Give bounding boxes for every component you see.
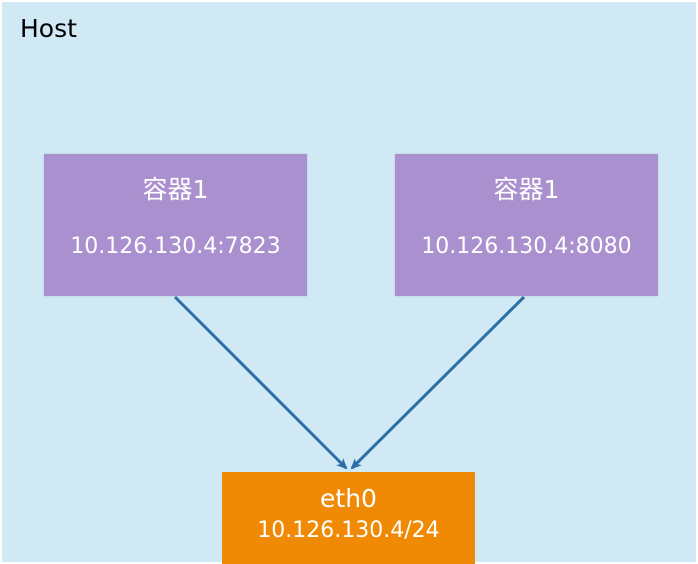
container-box-2: 容器1 10.126.130.4:8080 <box>395 154 658 296</box>
interface-address: 10.126.130.4/24 <box>257 518 440 543</box>
container-title: 容器1 <box>142 175 209 204</box>
interface-name: eth0 <box>320 484 377 513</box>
container-box-1: 容器1 10.126.130.4:7823 <box>44 154 307 296</box>
container-address: 10.126.130.4:8080 <box>421 234 632 259</box>
container-address: 10.126.130.4:7823 <box>70 234 281 259</box>
container-title: 容器1 <box>493 175 560 204</box>
eth0-interface-box: eth0 10.126.130.4/24 <box>222 472 475 564</box>
host-label: Host <box>20 14 77 43</box>
